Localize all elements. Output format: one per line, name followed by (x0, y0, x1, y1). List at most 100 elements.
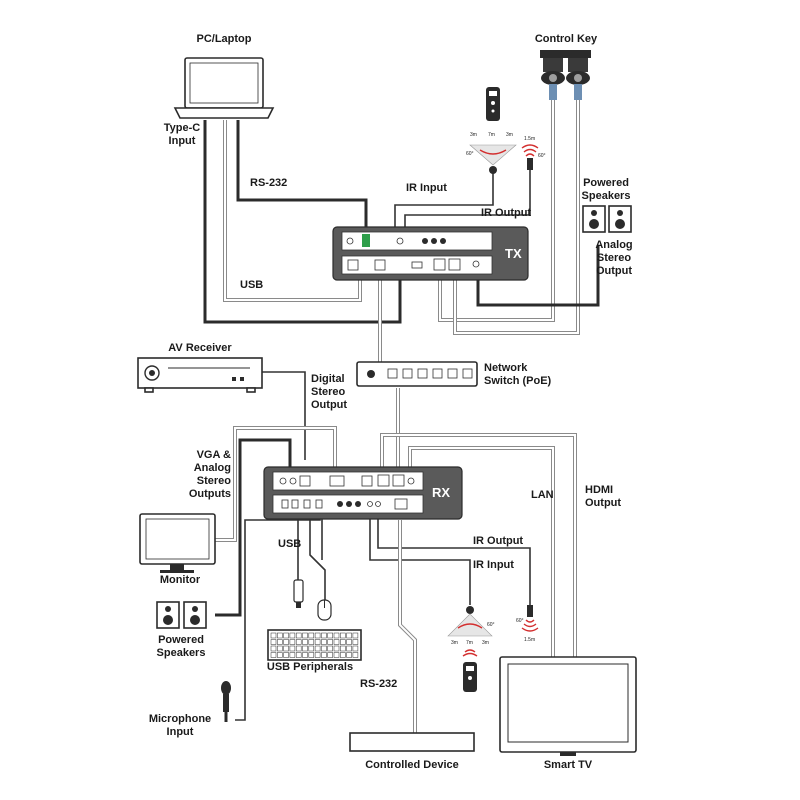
keyboard-key (352, 632, 359, 639)
keyboard-key (321, 632, 327, 639)
keyboard-key (302, 639, 308, 645)
keyboard-key (283, 645, 289, 652)
keyboard-key (277, 652, 283, 658)
rx-unit (263, 466, 463, 520)
keyboard-key (321, 639, 327, 645)
monitor-label: Monitor (160, 574, 201, 586)
keyboard-key (295, 652, 302, 658)
digital-audio-cable (262, 371, 306, 460)
bottom-ir-angle: 60° (487, 622, 495, 628)
rs232-top-label: RS-232 (250, 177, 287, 189)
bottom-ir-right-dist: 3m (482, 640, 489, 646)
keyboard-key (302, 652, 308, 658)
av-receiver-label: AV Receiver (168, 342, 232, 354)
ir-output-bottom-cable (377, 505, 531, 605)
keyboard-key (346, 639, 352, 645)
top-ir-receiver-icon (469, 144, 517, 174)
control-key-1-icon (540, 50, 566, 100)
keyboard-key (289, 639, 296, 645)
bottom-emitter-angle: 60° (516, 618, 524, 624)
bottom-remote-icon (462, 649, 478, 692)
lan-label: LAN (531, 489, 554, 501)
controlled-device-label: Controlled Device (365, 759, 459, 771)
keyboard-key (283, 652, 289, 658)
bottom-ir-mid-dist: 7m (466, 640, 473, 646)
analog-audio-top-cable (476, 245, 600, 307)
analog-audio-bottom-cable (215, 438, 292, 617)
ir-input-bottom-cable (369, 505, 471, 605)
control-key-2-icon (565, 50, 591, 100)
keyboard-key (340, 645, 346, 652)
digital-stereo-label-2: Stereo (311, 386, 346, 398)
keyboard-key (346, 652, 352, 658)
keyboard-key (289, 645, 296, 652)
keyboard-key (302, 632, 308, 639)
tx-label: TX (505, 246, 522, 261)
keyboard-key (308, 639, 315, 645)
network-switch-icon (356, 361, 478, 387)
powered-speakers-top-label: Powered (583, 177, 629, 189)
top-remote-icon (486, 87, 500, 121)
type-c-cable (203, 120, 402, 324)
top-emitter-angle: 60° (538, 153, 546, 159)
keyboard-key (352, 645, 359, 652)
ir-input-top-cable (394, 172, 494, 236)
usb-top-label: USB (240, 279, 263, 291)
usb-rx-label: USB (278, 538, 301, 550)
keyboard-key (270, 639, 277, 645)
vga-label-4: Outputs (189, 488, 231, 500)
bottom-ir-left-dist: 3m (451, 640, 458, 646)
keyboard-key (277, 645, 283, 652)
vga-label-3: Stereo (197, 475, 232, 487)
keyboard-key (295, 645, 302, 652)
keyboard-key (295, 632, 302, 639)
ir-output-top-cable (404, 170, 531, 236)
av-receiver-icon (137, 357, 263, 393)
rs232-top-cable (236, 120, 368, 235)
rx-label: RX (432, 485, 450, 500)
keyboard-key (327, 645, 333, 652)
powered-speakers-bottom-label-2: Speakers (157, 647, 206, 659)
smart-tv-icon (499, 656, 637, 756)
powered-speakers-top-label-2: Speakers (582, 190, 631, 202)
network-switch-label: Network (484, 362, 528, 374)
keyboard-key (333, 639, 340, 645)
monitor-icon (139, 513, 216, 573)
vga-label: VGA & (197, 449, 231, 461)
keyboard-key (333, 652, 340, 658)
smart-tv-label: Smart TV (544, 759, 593, 771)
top-ir-emitter-icon (521, 144, 539, 170)
keyboard-key (308, 632, 315, 639)
controlled-device-icon (349, 732, 475, 752)
keyboard-key (270, 632, 277, 639)
powered-speakers-top-icon (582, 205, 632, 233)
keyboard-key (277, 639, 283, 645)
keyboard-key (352, 652, 359, 658)
keyboard-key (270, 652, 277, 658)
top-emitter-dist: 1.5m (524, 136, 535, 142)
cables (203, 100, 600, 735)
keyboard-key (352, 639, 359, 645)
top-ir-right-dist: 3m (506, 132, 513, 138)
keyboard-key (327, 652, 333, 658)
vga-label-2: Analog (194, 462, 231, 474)
ir-input-top-label: IR Input (406, 182, 447, 194)
hdmi-output-label: HDMI (585, 484, 613, 496)
powered-speakers-bottom-label: Powered (158, 634, 204, 646)
analog-stereo-top-label-2: Stereo (597, 252, 632, 264)
hdmi-output-label-2: Output (585, 497, 621, 509)
keyboard-key (295, 639, 302, 645)
network-switch-label-2: Switch (PoE) (484, 375, 552, 387)
keyboard-key (333, 632, 340, 639)
keyboard-icon (267, 629, 362, 661)
keyboard-key (302, 645, 308, 652)
usb-peripherals-label: USB Peripherals (267, 661, 353, 673)
pc-laptop-label: PC/Laptop (197, 33, 252, 45)
powered-speakers-bottom-icon (156, 601, 207, 629)
keyboard-key (308, 645, 315, 652)
usb-drive-icon (293, 579, 304, 608)
rs232-bottom-label: RS-232 (360, 678, 397, 690)
keyboard-key (308, 652, 315, 658)
digital-stereo-label-3: Output (311, 399, 347, 411)
